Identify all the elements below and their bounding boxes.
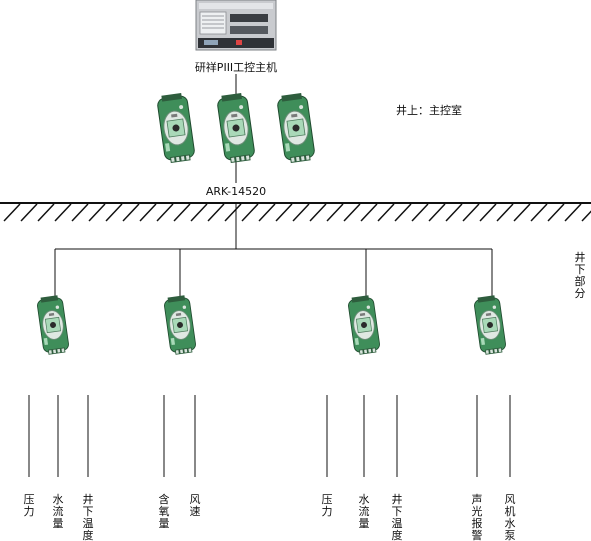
sensor-label-node-2-1: 含氧量: [159, 492, 170, 530]
module-icon-node-1: [37, 295, 69, 355]
sensor-label-node-1-1: 压力: [24, 493, 35, 518]
hatch-mark: [564, 203, 582, 222]
hatch-mark: [496, 203, 514, 222]
hatch-mark: [20, 203, 38, 222]
lower-module-group: [37, 295, 506, 355]
hatch-mark: [462, 203, 480, 222]
module-icon-node-4: [474, 295, 506, 355]
hatch-mark: [207, 203, 225, 222]
hatch-mark: [547, 203, 565, 222]
module-icon-upper-1: [157, 92, 195, 164]
module-icon-node-3: [348, 295, 380, 355]
sensor-label-node-3-3: 井下温度: [392, 492, 403, 541]
hatch-mark: [530, 203, 548, 222]
sensor-label-node-4-2: 风机水泵: [505, 493, 516, 541]
sensor-label-node-3-2: 水流量: [359, 493, 370, 530]
ground-hatching: [3, 203, 591, 222]
hatch-mark: [88, 203, 106, 222]
hatch-mark: [445, 203, 463, 222]
hatch-mark: [292, 203, 310, 222]
hatch-mark: [309, 203, 327, 222]
hatch-mark: [173, 203, 191, 222]
host-label: 研祥PIII工控主机: [195, 60, 277, 74]
bus-label: ARK-14520: [206, 185, 266, 198]
hatch-mark: [428, 203, 446, 222]
underground-label: 井下部分: [575, 250, 586, 300]
hatch-mark: [37, 203, 55, 222]
hatch-mark: [581, 210, 591, 222]
hatch-mark: [3, 203, 21, 222]
hatch-mark: [224, 203, 242, 222]
sensor-label-node-1-2: 水流量: [53, 493, 64, 530]
hatch-mark: [258, 203, 276, 222]
hatch-mark: [326, 203, 344, 222]
hatch-mark: [411, 203, 429, 222]
hatch-mark: [479, 203, 497, 222]
module-icon-node-2: [164, 295, 196, 355]
upper-module-group: [157, 92, 315, 164]
hatch-mark: [360, 203, 378, 222]
hatch-mark: [377, 203, 395, 222]
hatch-mark: [241, 203, 259, 222]
hatch-mark: [122, 203, 140, 222]
industrial-pc-icon: [195, 0, 277, 51]
hatch-mark: [139, 203, 157, 222]
hatch-mark: [394, 203, 412, 222]
surface-label: 井上：主控室: [396, 103, 462, 117]
sensor-group: 压力 水流量 井下温度 含氧量 风速 压力 水流量 井下温度 声光报警 风机水泵: [24, 395, 516, 541]
hatch-mark: [343, 203, 361, 222]
sensor-label-node-2-2: 风速: [190, 493, 201, 518]
module-icon-upper-2: [217, 92, 255, 164]
hatch-mark: [54, 203, 72, 222]
hatch-mark: [156, 203, 174, 222]
sensor-label-node-1-3: 井下温度: [83, 492, 94, 541]
sensor-label-node-3-1: 压力: [322, 493, 333, 518]
hatch-mark: [190, 203, 208, 222]
hatch-mark: [105, 203, 123, 222]
hatch-mark: [513, 203, 531, 222]
connection-lines: [0, 74, 591, 296]
sensor-label-node-4-1: 声光报警: [472, 492, 483, 541]
module-icon-upper-3: [277, 92, 315, 164]
hatch-mark: [275, 203, 293, 222]
hatch-mark: [71, 203, 89, 222]
